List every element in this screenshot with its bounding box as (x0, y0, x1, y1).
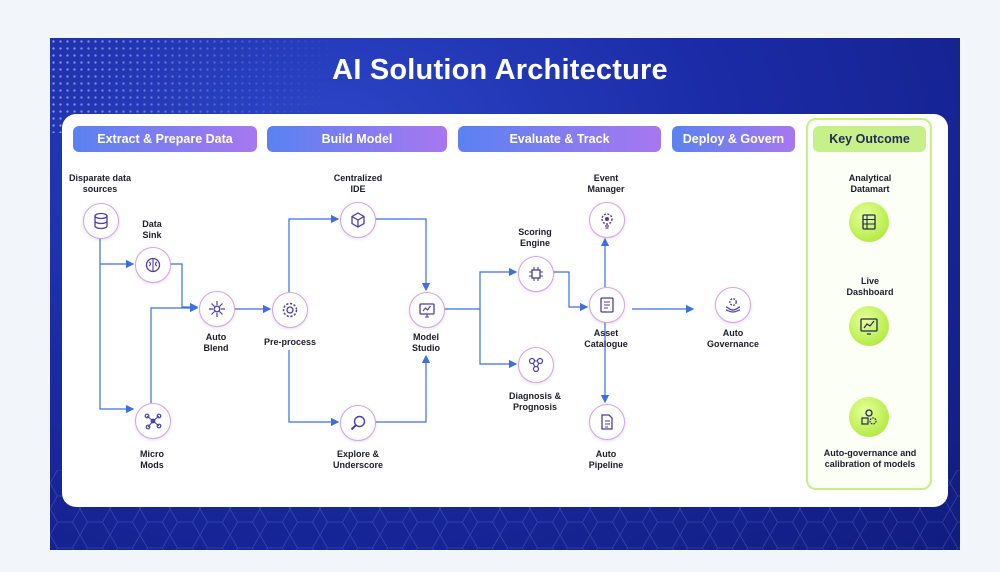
node-pre-process (272, 292, 308, 328)
page-title: AI Solution Architecture (332, 54, 668, 86)
monitor-icon (419, 303, 435, 318)
node-data-sink (135, 247, 171, 283)
connector-ide-studio (375, 218, 431, 292)
outcome-datamart (849, 202, 889, 242)
connector-preprocess-ide (288, 214, 340, 292)
stage-evaluate-track: Evaluate & Track (458, 126, 661, 152)
connector-sources-mods (99, 264, 135, 414)
node-diagnosis (518, 347, 554, 383)
node-asset-catalogue (589, 287, 625, 323)
outcome-dashboard (849, 306, 889, 346)
connector-sink-blend (169, 263, 199, 312)
cog-icon (282, 302, 298, 318)
connector-studio-scoring (479, 267, 518, 309)
molecule-icon (144, 413, 162, 430)
node-micro-mods (135, 403, 171, 439)
connector-explore-studio (375, 354, 431, 423)
label-pre-process: Pre-process (263, 337, 317, 347)
datamart-icon (862, 214, 876, 230)
dashboard-icon (860, 318, 878, 335)
governance-icon (861, 409, 877, 425)
stage-key-outcome: Key Outcome (813, 126, 926, 152)
bulb-gear-icon (601, 213, 613, 229)
connector-preprocess-explore (288, 350, 340, 427)
node-scoring-engine (518, 256, 554, 292)
catalogue-icon (600, 297, 614, 313)
outcome-governance (849, 397, 889, 437)
stage-deploy-govern: Deploy & Govern (672, 126, 795, 152)
nodes-icon (528, 357, 544, 373)
stage-extract-prepare: Extract & Prepare Data (73, 126, 257, 152)
stage-build-model: Build Model (267, 126, 447, 152)
node-auto-blend (199, 291, 235, 327)
database-icon (94, 212, 108, 230)
ai-chip-icon (529, 267, 543, 281)
cube-icon (351, 212, 365, 228)
magnifier-icon (350, 415, 366, 431)
node-explore (340, 405, 376, 441)
connector-studio-diagnosis (479, 309, 518, 369)
document-icon (601, 414, 613, 430)
node-auto-pipeline (589, 404, 625, 440)
label-diagnosis: Diagnosis &Prognosis (508, 391, 561, 412)
hands-gear-icon (725, 298, 741, 313)
network-icon (209, 301, 225, 317)
connector-mods-blend (150, 303, 199, 403)
node-event-manager (589, 202, 625, 238)
node-sources (83, 203, 119, 239)
node-model-studio (409, 292, 445, 328)
brain-icon (145, 257, 161, 273)
connector-sources-sink (99, 237, 135, 269)
node-auto-governance (715, 287, 751, 323)
label-explore: Explore &Underscore (332, 449, 384, 470)
connector-scoring-catalogue (552, 271, 589, 312)
node-centralized-ide (340, 202, 376, 238)
